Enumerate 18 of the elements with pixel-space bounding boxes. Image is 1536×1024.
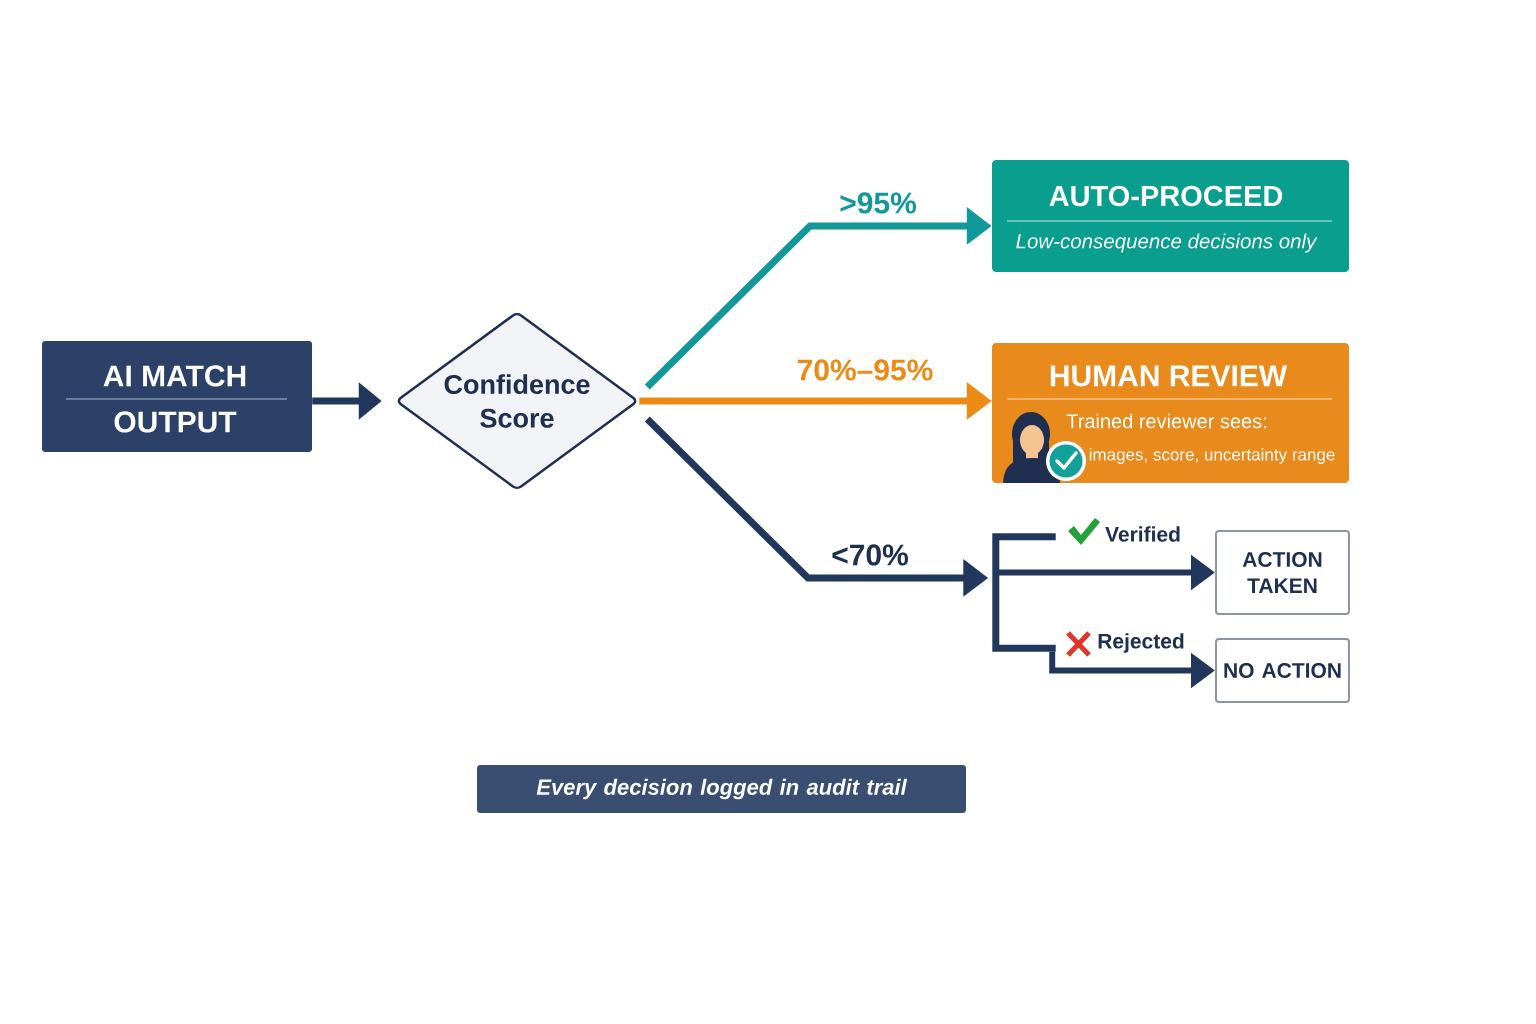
edge-label: <70% (830, 543, 910, 567)
box-title: OUTPUT (114, 411, 237, 433)
edge-label: Verified (1104, 525, 1182, 543)
process-box (42, 341, 312, 452)
outcome-box: NO ACTION (1215, 638, 1350, 703)
edge-label: 70%–95% (795, 358, 935, 382)
edge-label: Rejected (1096, 632, 1186, 654)
box-text: images, score, uncertainty range (1089, 448, 1335, 464)
box-subtitle: Low-consequence decisions only (1016, 233, 1318, 253)
box-title: HUMAN REVIEW (1050, 365, 1288, 387)
note-box: Every decision logged in audit trail (477, 765, 966, 813)
box-title: AI MATCH (103, 365, 246, 387)
process-box (992, 343, 1349, 483)
edge-label: >95% (838, 191, 918, 215)
box-text: Trained reviewer sees: (1066, 413, 1266, 429)
box-title: AUTO-PROCEED (1049, 185, 1283, 207)
outcome-box: ACTION TAKEN (1215, 530, 1350, 615)
process-box (992, 160, 1349, 272)
